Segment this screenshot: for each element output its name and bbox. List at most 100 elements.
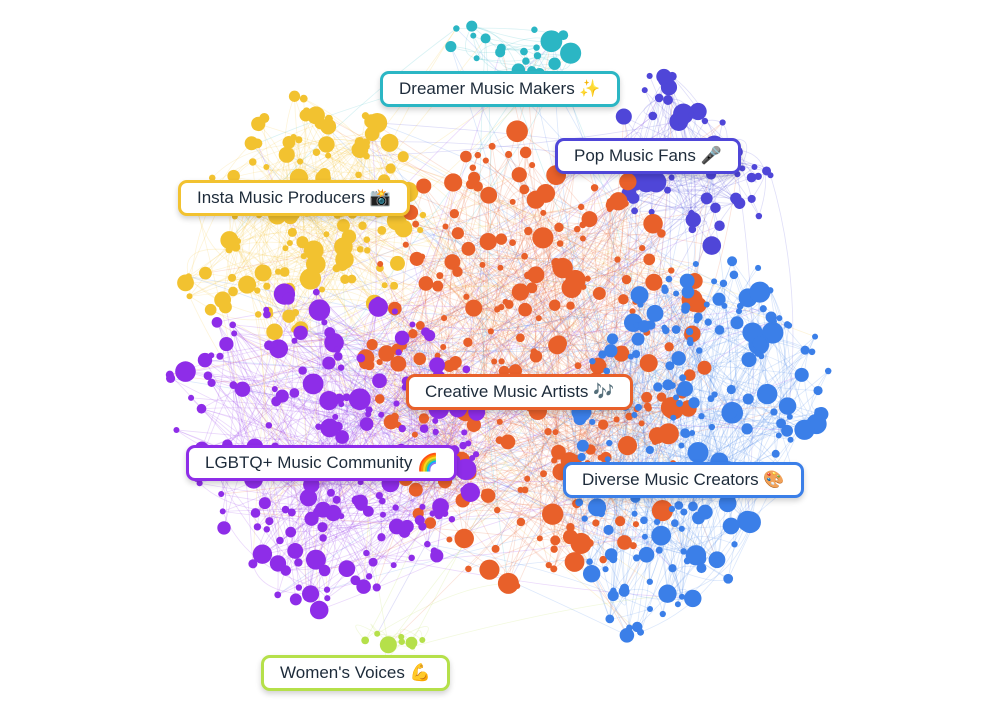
node-lgbtq[interactable] <box>390 562 397 569</box>
node-diverse[interactable] <box>605 614 615 624</box>
node-lgbtq[interactable] <box>320 418 340 438</box>
node-pop[interactable] <box>648 111 658 121</box>
node-diverse[interactable] <box>665 361 675 371</box>
node-diverse[interactable] <box>741 352 757 368</box>
node-insta[interactable] <box>278 146 295 163</box>
node-diverse[interactable] <box>698 413 705 420</box>
node-pop[interactable] <box>714 220 725 232</box>
node-diverse[interactable] <box>602 566 609 573</box>
node-diverse[interactable] <box>679 374 687 382</box>
node-creative[interactable] <box>549 299 561 311</box>
node-lgbtq[interactable] <box>459 441 467 450</box>
node-creative[interactable] <box>643 253 656 266</box>
node-insta[interactable] <box>325 152 332 159</box>
node-lgbtq[interactable] <box>429 510 436 517</box>
node-insta[interactable] <box>417 227 424 234</box>
node-insta[interactable] <box>286 240 293 247</box>
node-diverse[interactable] <box>770 408 778 416</box>
node-lgbtq[interactable] <box>472 451 480 458</box>
node-insta[interactable] <box>231 242 241 252</box>
node-diverse[interactable] <box>758 353 765 360</box>
node-insta[interactable] <box>225 246 233 254</box>
node-creative[interactable] <box>494 306 501 313</box>
node-creative[interactable] <box>432 280 444 292</box>
node-lgbtq[interactable] <box>432 428 439 436</box>
node-dreamer[interactable] <box>453 25 460 32</box>
node-diverse[interactable] <box>674 501 684 510</box>
node-dreamer[interactable] <box>520 47 528 56</box>
node-pop[interactable] <box>700 192 713 205</box>
node-diverse[interactable] <box>577 452 586 462</box>
node-insta[interactable] <box>336 218 350 232</box>
node-insta[interactable] <box>363 236 371 244</box>
node-lgbtq[interactable] <box>301 585 320 603</box>
node-creative[interactable] <box>444 254 461 270</box>
node-lgbtq[interactable] <box>315 423 322 431</box>
node-lgbtq[interactable] <box>219 508 226 515</box>
node-creative[interactable] <box>683 369 696 381</box>
node-creative[interactable] <box>629 308 636 315</box>
node-diverse[interactable] <box>627 353 634 360</box>
node-creative[interactable] <box>552 429 559 436</box>
node-creative[interactable] <box>415 321 425 330</box>
node-women[interactable] <box>419 637 426 644</box>
node-creative[interactable] <box>530 353 539 362</box>
node-diverse[interactable] <box>668 564 677 573</box>
node-creative[interactable] <box>461 241 476 256</box>
node-diverse[interactable] <box>586 558 593 565</box>
node-diverse[interactable] <box>604 456 611 463</box>
node-diverse[interactable] <box>775 432 782 439</box>
node-creative[interactable] <box>598 419 609 430</box>
node-creative[interactable] <box>645 273 663 291</box>
node-insta[interactable] <box>288 90 301 102</box>
node-diverse[interactable] <box>678 442 685 449</box>
node-creative[interactable] <box>550 545 558 553</box>
node-insta[interactable] <box>380 133 399 152</box>
node-lgbtq[interactable] <box>333 345 341 353</box>
node-creative[interactable] <box>482 157 489 164</box>
node-creative[interactable] <box>565 269 586 291</box>
node-diverse[interactable] <box>588 498 607 517</box>
node-diverse[interactable] <box>742 393 754 405</box>
node-lgbtq[interactable] <box>423 329 436 342</box>
node-creative[interactable] <box>376 358 383 366</box>
node-diverse[interactable] <box>800 345 810 355</box>
node-creative[interactable] <box>550 565 558 573</box>
node-creative[interactable] <box>535 315 542 322</box>
node-creative[interactable] <box>632 521 640 528</box>
node-creative[interactable] <box>460 150 472 163</box>
node-diverse[interactable] <box>633 554 641 562</box>
community-label-women[interactable]: Women's Voices 💪 <box>261 655 450 691</box>
community-label-diverse[interactable]: Diverse Music Creators 🎨 <box>563 462 804 498</box>
node-diverse[interactable] <box>684 589 702 608</box>
node-lgbtq[interactable] <box>398 424 406 433</box>
node-insta[interactable] <box>263 163 270 170</box>
node-diverse[interactable] <box>665 275 673 283</box>
node-creative[interactable] <box>408 329 418 339</box>
node-insta[interactable] <box>367 130 375 137</box>
node-creative[interactable] <box>451 227 464 240</box>
node-diverse[interactable] <box>670 519 679 527</box>
node-diverse[interactable] <box>730 316 744 330</box>
node-diverse[interactable] <box>703 301 710 308</box>
node-creative[interactable] <box>664 342 674 352</box>
node-diverse[interactable] <box>655 546 663 554</box>
node-pop[interactable] <box>751 164 758 171</box>
node-lgbtq[interactable] <box>308 299 331 321</box>
node-insta[interactable] <box>249 158 257 166</box>
node-diverse[interactable] <box>631 510 638 517</box>
node-diverse[interactable] <box>607 590 619 602</box>
node-diverse[interactable] <box>749 281 771 303</box>
node-insta[interactable] <box>254 311 262 318</box>
node-creative[interactable] <box>697 360 712 375</box>
node-creative[interactable] <box>374 394 385 404</box>
node-lgbtq[interactable] <box>356 579 371 594</box>
node-diverse[interactable] <box>794 367 809 382</box>
node-women[interactable] <box>398 638 406 646</box>
node-insta[interactable] <box>251 116 266 132</box>
node-lgbtq[interactable] <box>327 488 335 497</box>
node-lgbtq[interactable] <box>380 511 387 518</box>
node-diverse[interactable] <box>661 324 668 331</box>
node-diverse[interactable] <box>620 583 629 593</box>
node-lgbtq[interactable] <box>356 353 366 363</box>
